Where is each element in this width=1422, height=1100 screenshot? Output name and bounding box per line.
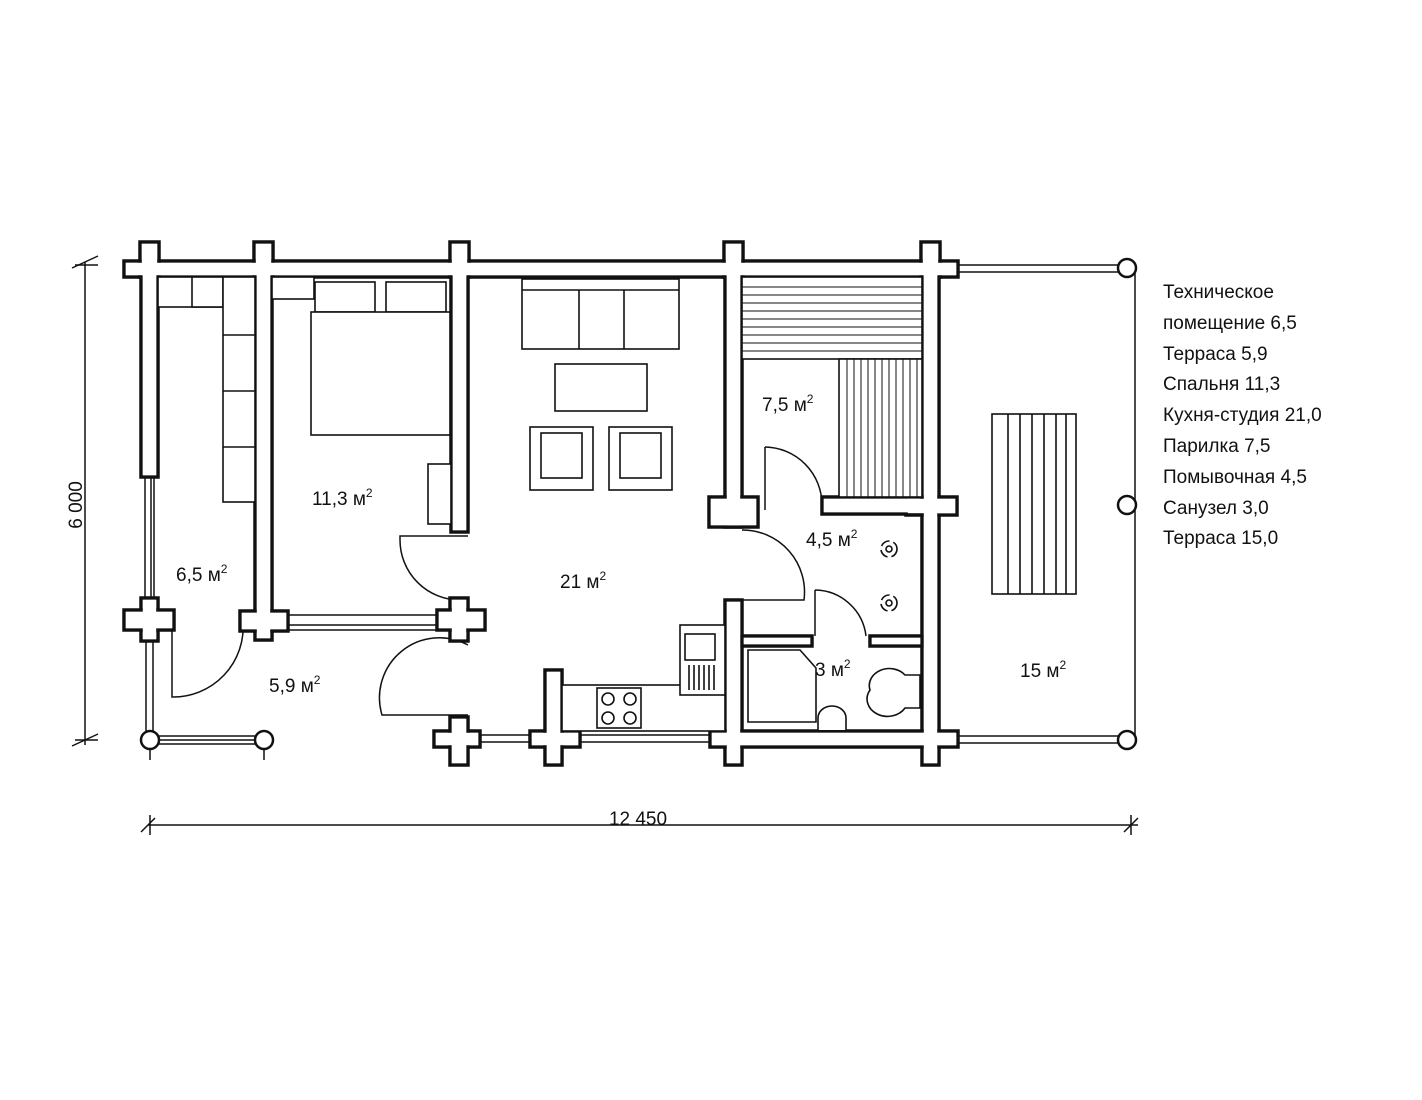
legend-item: Санузел 3,0: [1163, 497, 1269, 519]
shower-head-icon: [880, 594, 898, 612]
room-area-terrace-small: 5,9 м2: [269, 673, 321, 697]
shelf: [271, 276, 315, 300]
walls-fill: [125, 243, 957, 764]
room-area-kitchen: 21 м2: [560, 569, 606, 593]
bed: [310, 311, 451, 436]
wardrobe-divider: [223, 334, 255, 448]
room-area-terrace-large: 15 м2: [1020, 658, 1066, 682]
shower-head-icon: [880, 540, 898, 558]
thin-lines: [71, 255, 1139, 835]
terrace-bench: [991, 413, 1077, 595]
wall-fill: [743, 637, 811, 645]
post-icon: [139, 729, 161, 751]
wall-fill: [241, 612, 287, 630]
legend-item: Терраса 5,9: [1163, 343, 1268, 365]
room-area-tech: 6,5 м2: [176, 562, 228, 586]
sauna-bench-top: [741, 276, 923, 360]
wall-fill: [125, 611, 173, 629]
wall-fill: [451, 718, 467, 764]
legend-item: Парилка 7,5: [1163, 435, 1271, 457]
plan-line: [71, 255, 99, 269]
legend-item: Терраса 15,0: [1163, 528, 1279, 550]
shower-head-icon: [885, 545, 893, 553]
room-area-bedroom: 11,3 м2: [312, 486, 373, 510]
wall-fill: [871, 637, 921, 645]
wall-fill: [142, 262, 157, 476]
legend-item: помещение 6,5: [1163, 312, 1297, 334]
nightstand: [427, 463, 452, 525]
sauna-slats: [742, 286, 922, 497]
wall-fill: [726, 262, 741, 526]
plan-line: [764, 446, 823, 506]
wardrobe: [222, 276, 256, 503]
room-legend: Техническое помещение 6,5 Терраса 5,9 Сп…: [1163, 278, 1322, 555]
wall-fill: [256, 262, 271, 639]
plan-line: [140, 817, 156, 833]
room-area-wash: 4,5 м2: [806, 527, 858, 551]
sauna-bench: [838, 358, 923, 498]
post-icon: [253, 729, 275, 751]
room-labels: 6,5 м2 11,3 м2 21 м2 7,5 м2 4,5 м2 3 м2 …: [66, 392, 1066, 830]
sink: [684, 633, 716, 661]
furniture: [139, 257, 1138, 751]
legend-item: Техническое: [1163, 282, 1274, 303]
pillow: [314, 281, 376, 313]
wall-fill: [452, 262, 467, 531]
washbasin: [817, 705, 847, 730]
coffee-table: [554, 363, 648, 412]
shelf: [191, 276, 224, 308]
wall-fill: [823, 498, 921, 513]
shower-tray: [747, 649, 817, 723]
wall-fill: [726, 601, 741, 764]
room-area-bathroom: 3 м2: [815, 657, 851, 681]
pillow: [385, 281, 447, 313]
dimension-width: 12 450: [609, 809, 667, 830]
stove-burner-icon: [601, 711, 615, 725]
toilet: [866, 667, 921, 718]
legend-item: Помывочная 4,5: [1163, 466, 1307, 488]
plan-line: [741, 529, 806, 601]
dimension-height: 6 000: [66, 481, 87, 529]
wall-fill: [546, 671, 561, 764]
armchair-seat: [619, 432, 662, 479]
plan-line: [171, 621, 244, 698]
plan-line: [378, 637, 469, 716]
stove-burner-icon: [623, 692, 637, 706]
post-icon: [1116, 494, 1138, 516]
armchair-seat: [540, 432, 583, 479]
stove-burner-icon: [601, 692, 615, 706]
legend-item: Спальня 11,3: [1163, 374, 1281, 396]
shower-head-icon: [885, 599, 893, 607]
plan-line: [814, 589, 867, 637]
post-icon: [1116, 729, 1138, 751]
post-icon: [1116, 257, 1138, 279]
sofa-seats: [522, 289, 679, 349]
wall-fill: [710, 498, 757, 526]
plan-line: [399, 535, 468, 601]
wall-fill: [125, 262, 957, 276]
stove-burner-icon: [623, 711, 637, 725]
drainboard: [688, 665, 715, 690]
wall-fill: [711, 732, 957, 746]
wall-fill: [438, 611, 484, 629]
legend-item: Кухня-студия 21,0: [1163, 405, 1322, 427]
bench-slats: [1007, 414, 1067, 594]
room-area-steam: 7,5 м2: [762, 392, 814, 416]
